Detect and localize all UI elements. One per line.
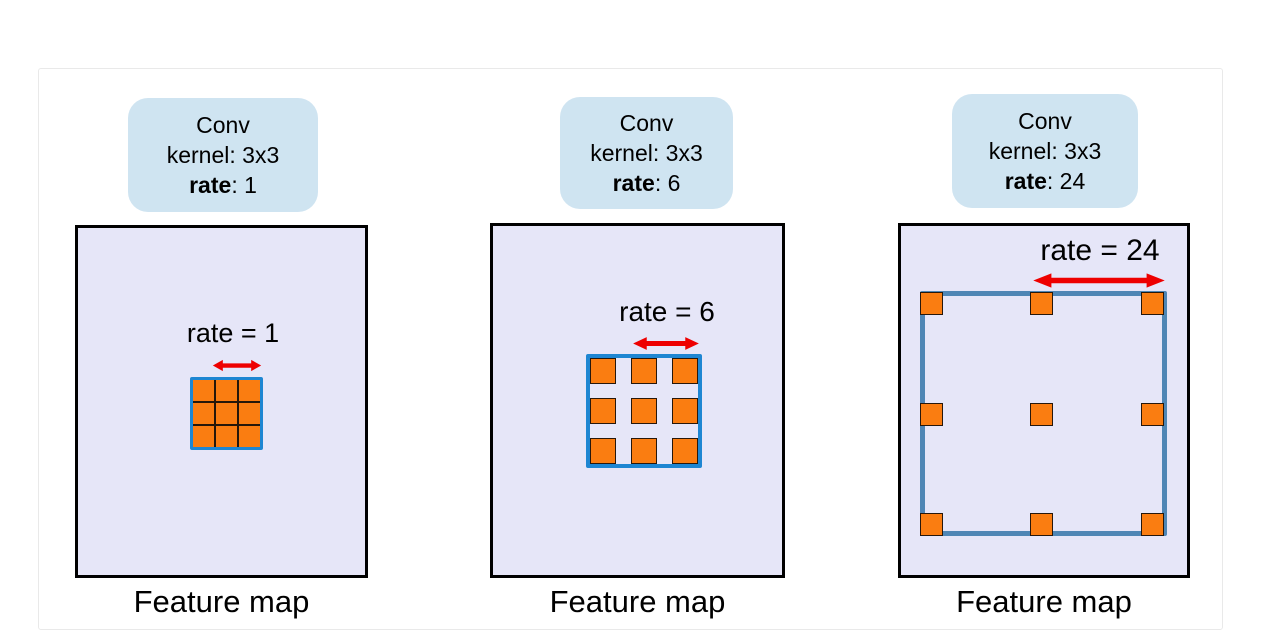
kernel-tap xyxy=(631,438,657,464)
rate-value: : 24 xyxy=(1046,168,1086,194)
feature-map-caption: Feature map xyxy=(956,584,1132,619)
kernel-tap xyxy=(1030,292,1053,315)
kernel-tap xyxy=(590,358,616,384)
kernel-cell xyxy=(193,425,215,447)
kernel-tap xyxy=(920,292,943,315)
kernel-cell xyxy=(193,380,215,402)
conv-label-line2: kernel: 3x3 xyxy=(590,140,703,166)
kernel-tap xyxy=(672,358,698,384)
kernel-cell xyxy=(215,402,238,425)
rate-span-arrow-icon xyxy=(1033,273,1165,288)
kernel-cell xyxy=(215,380,238,402)
kernel-tap xyxy=(590,398,616,424)
feature-map-caption: Feature map xyxy=(133,584,310,619)
kernel-tap xyxy=(1141,513,1164,536)
conv-label-line3: rate: 6 xyxy=(560,168,733,198)
conv-label-rate-6: Conv kernel: 3x3 rate: 6 xyxy=(560,97,733,209)
conv-label-line3: rate: 1 xyxy=(128,170,318,200)
kernel-cell xyxy=(215,425,238,447)
kernel-cell xyxy=(238,425,260,447)
conv-label-line3: rate: 24 xyxy=(952,166,1138,196)
feature-map-rate-6: rate = 6 xyxy=(490,223,785,578)
kernel-tap xyxy=(590,438,616,464)
conv-label-rate-24: Conv kernel: 3x3 rate: 24 xyxy=(952,94,1138,208)
conv-label-line2: kernel: 3x3 xyxy=(166,142,280,168)
kernel-cell xyxy=(238,402,260,425)
feature-map-caption: Feature map xyxy=(549,584,726,619)
kernel-tap xyxy=(920,403,943,426)
rate-annotation: rate = 6 xyxy=(619,296,715,327)
rate-word: rate xyxy=(189,172,232,198)
kernel-tap xyxy=(672,398,698,424)
kernel-tap xyxy=(631,358,657,384)
rate-annotation: rate = 1 xyxy=(186,318,280,348)
conv-label-line1: Conv xyxy=(619,110,674,136)
conv-label-line2: kernel: 3x3 xyxy=(988,138,1102,164)
rate-word: rate xyxy=(612,170,655,196)
feature-map-rate-1: rate = 1 xyxy=(75,225,368,578)
conv-label-line1: Conv xyxy=(196,112,250,138)
kernel-tap xyxy=(631,398,657,424)
kernel-tap xyxy=(672,438,698,464)
rate-span-arrow-icon xyxy=(633,337,699,350)
kernel-tap xyxy=(920,513,943,536)
feature-map-rate-24: rate = 24 xyxy=(898,223,1190,578)
kernel-tap xyxy=(1030,513,1053,536)
rate-word: rate xyxy=(1004,168,1047,194)
kernel-tap xyxy=(1141,292,1164,315)
kernel-tap xyxy=(1030,403,1053,426)
rate-annotation: rate = 24 xyxy=(1040,234,1160,267)
kernel-cell xyxy=(238,380,260,402)
kernel-3x3-rate-6 xyxy=(586,354,702,468)
rate-value: : 6 xyxy=(654,170,681,196)
kernel-3x3-rate-24 xyxy=(920,291,1167,536)
kernel-3x3-dense xyxy=(190,377,263,450)
rate-span-arrow-icon xyxy=(212,359,262,372)
kernel-tap xyxy=(1141,403,1164,426)
conv-label-rate-1: Conv kernel: 3x3 rate: 1 xyxy=(128,98,318,212)
rate-value: : 1 xyxy=(231,172,257,198)
conv-label-line1: Conv xyxy=(1018,108,1072,134)
kernel-cell xyxy=(193,402,215,425)
